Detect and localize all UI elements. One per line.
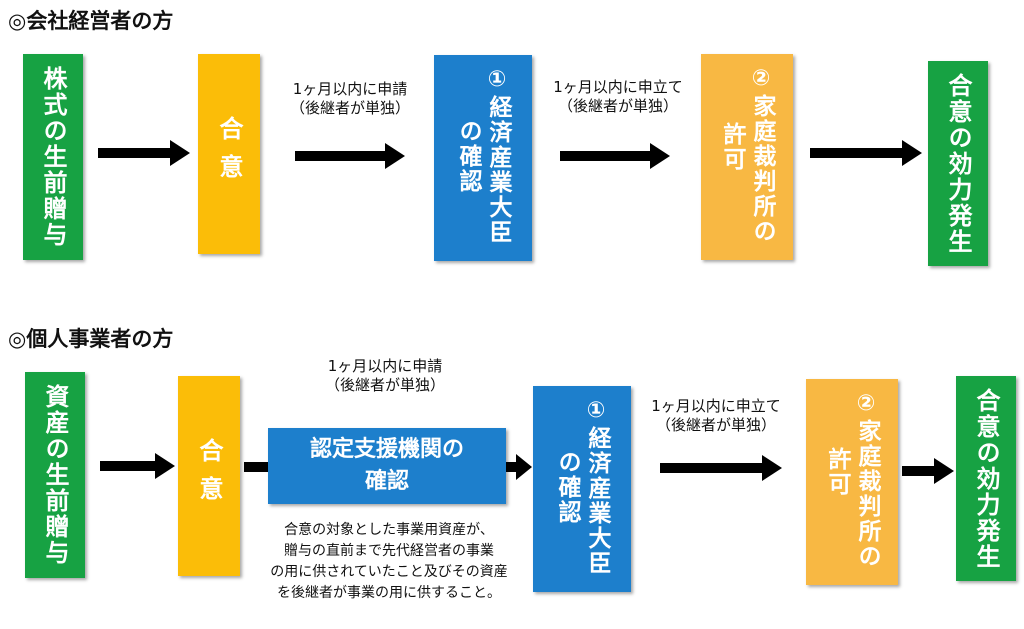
step-label-col: ② 家庭裁判所の bbox=[748, 66, 776, 244]
section-heading-sole-proprietor: ◎個人事業者の方 bbox=[8, 327, 174, 351]
arrow-icon bbox=[100, 453, 175, 479]
arrow-icon bbox=[660, 455, 782, 481]
step-meti-confirmation: ① 経済産業大臣 の確認 bbox=[533, 386, 631, 592]
step-label: 経済産業大臣 bbox=[584, 426, 610, 576]
step-label-columns: ② 家庭裁判所の 許可 bbox=[718, 54, 776, 260]
step-number: ② bbox=[751, 66, 773, 91]
step-label-col: ① 経済産業大臣 bbox=[583, 398, 611, 576]
step-label: 家庭裁判所の bbox=[854, 419, 880, 569]
connector-line bbox=[244, 462, 268, 472]
deadline-note: 1ヶ月以内に申請 （後継者が単独） bbox=[300, 357, 470, 395]
arrow-icon bbox=[295, 143, 405, 169]
step-gift-of-shares: 株式の生前贈与 bbox=[23, 54, 83, 260]
step-label: 経済産業大臣 bbox=[485, 95, 511, 245]
note-line: 1ヶ月以内に申立て bbox=[651, 397, 781, 415]
step-agreement: 合意 bbox=[198, 54, 260, 254]
step-label-columns: ① 経済産業大臣 の確認 bbox=[553, 386, 611, 592]
step-label: 認定支援機関の bbox=[309, 437, 464, 462]
note-line: （後継者が単独） bbox=[557, 97, 678, 115]
step-label: 資産の生前贈与 bbox=[41, 384, 69, 566]
step-label-col: ② 家庭裁判所の bbox=[853, 391, 881, 569]
note-line: （後継者が単独） bbox=[655, 416, 776, 434]
deadline-note: 1ヶ月以内に申立て （後継者が単独） bbox=[538, 78, 698, 116]
desc-line: を後継者が事業の用に供すること。 bbox=[277, 585, 501, 601]
step-label: 合意 bbox=[195, 438, 223, 514]
step-label: 合意 bbox=[215, 116, 243, 192]
step-agreement: 合意 bbox=[178, 376, 240, 576]
note-line: （後継者が単独） bbox=[289, 99, 410, 117]
arrow-icon bbox=[506, 454, 532, 480]
step-label-col: 許可 bbox=[719, 122, 745, 172]
step-gift-of-assets: 資産の生前贈与 bbox=[25, 372, 85, 578]
step-number: ① bbox=[487, 67, 509, 92]
step-label: 合意の効力発生 bbox=[972, 387, 1000, 570]
desc-line: 贈与の直前まで先代経営者の事業 bbox=[284, 543, 494, 559]
step-label: 株式の生前贈与 bbox=[39, 66, 67, 248]
note-line: 1ヶ月以内に申請 bbox=[292, 80, 408, 98]
deadline-note: 1ヶ月以内に申請 （後継者が単独） bbox=[265, 80, 435, 118]
step-label-col: の確認 bbox=[554, 450, 580, 525]
deadline-note: 1ヶ月以内に申立て （後継者が単独） bbox=[636, 397, 796, 435]
step-number: ② bbox=[856, 391, 878, 416]
step-label: 確認 bbox=[364, 469, 409, 494]
step-agreement-effective: 合意の効力発生 bbox=[956, 376, 1016, 581]
step-certified-support-org-confirmation: 認定支援機関の 確認 bbox=[268, 428, 506, 504]
arrow-icon bbox=[810, 140, 922, 166]
step-family-court-permission: ② 家庭裁判所の 許可 bbox=[806, 379, 898, 585]
step-label-col: 許可 bbox=[824, 447, 850, 497]
arrow-icon bbox=[902, 458, 954, 484]
note-line: 1ヶ月以内に申請 bbox=[327, 357, 443, 375]
desc-line: の用に供されていたこと及びその資産 bbox=[270, 564, 508, 580]
note-line: 1ヶ月以内に申立て bbox=[553, 78, 683, 96]
step-label-col: ① 経済産業大臣 bbox=[484, 67, 512, 245]
step-label: 合意の効力発生 bbox=[944, 72, 972, 255]
certification-requirement-text: 合意の対象とした事業用資産が、 贈与の直前まで先代経営者の事業 の用に供されてい… bbox=[234, 520, 544, 604]
step-family-court-permission: ② 家庭裁判所の 許可 bbox=[701, 54, 793, 260]
step-label-col: の確認 bbox=[455, 119, 481, 194]
desc-line: 合意の対象とした事業用資産が、 bbox=[284, 522, 494, 538]
section-heading-company: ◎会社経営者の方 bbox=[8, 9, 174, 33]
note-line: （後継者が単独） bbox=[324, 376, 445, 394]
step-number: ① bbox=[586, 398, 608, 423]
arrow-icon bbox=[98, 140, 190, 166]
step-agreement-effective: 合意の効力発生 bbox=[928, 61, 988, 266]
step-label-columns: ① 経済産業大臣 の確認 bbox=[454, 55, 512, 261]
step-label-columns: ② 家庭裁判所の 許可 bbox=[823, 379, 881, 585]
arrow-icon bbox=[560, 143, 670, 169]
step-label: 家庭裁判所の bbox=[749, 94, 775, 244]
step-meti-confirmation: ① 経済産業大臣 の確認 bbox=[434, 55, 532, 261]
